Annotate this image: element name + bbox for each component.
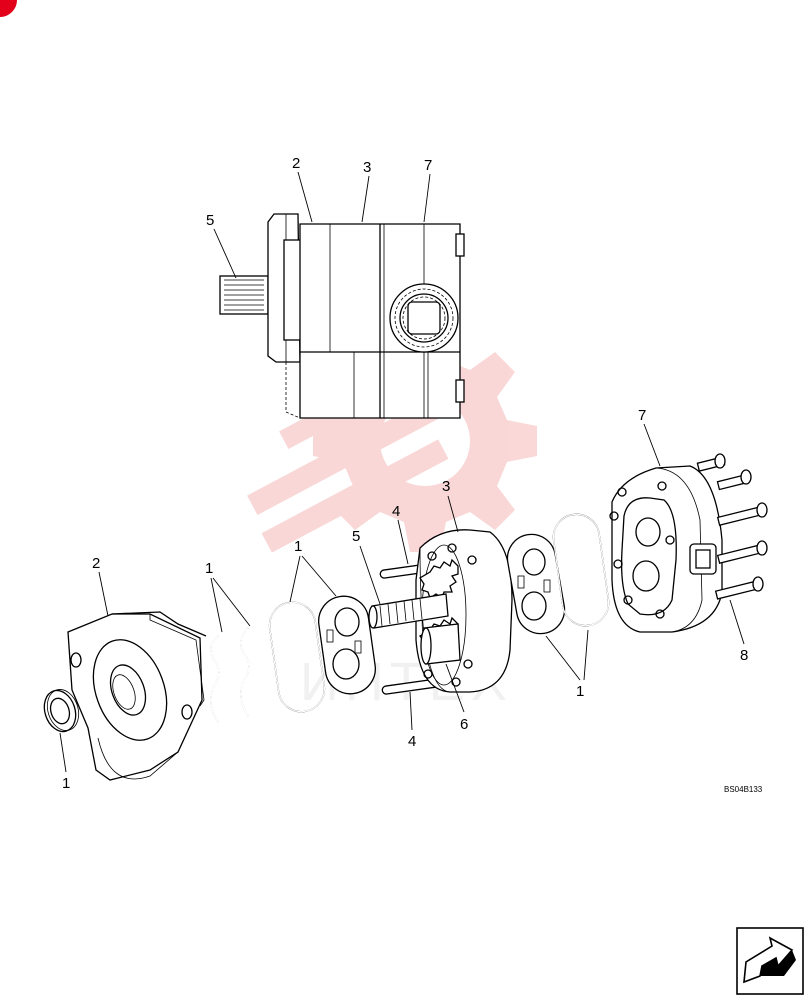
assembled-pump [219, 213, 465, 419]
cap-screws [696, 453, 768, 600]
driven-gear-shaft [420, 623, 461, 665]
callout-bolt-8: 8 [740, 647, 748, 664]
corner-accent-mark [0, 0, 17, 17]
callout-flange-2: 2 [92, 555, 100, 572]
drive-shaft [368, 593, 449, 629]
rear-thrust-plate [506, 533, 566, 635]
assembled-shaft [219, 275, 269, 315]
callout-top-2: 2 [292, 155, 300, 172]
callout-rings-1: 1 [205, 560, 213, 577]
callout-top-7: 7 [424, 157, 432, 174]
callout-right-1: 1 [576, 683, 584, 700]
callout-shaft-5: 5 [352, 528, 360, 545]
callout-top-5: 5 [206, 212, 214, 229]
wear-seal-rings [210, 627, 250, 723]
callout-gear-6: 6 [460, 716, 468, 733]
callout-top-3: 3 [363, 159, 371, 176]
callout-pin-4-bottom: 4 [408, 733, 416, 750]
callout-gasket-1: 1 [294, 538, 302, 555]
rear-oring-gasket [552, 513, 610, 627]
callout-body-3: 3 [442, 478, 450, 495]
mounting-flange [67, 611, 207, 781]
thrust-plate [318, 595, 376, 695]
figure-reference-code: BS04B133 [724, 785, 763, 794]
end-cover [609, 465, 723, 633]
callout-cover-7: 7 [638, 407, 646, 424]
side-port [389, 283, 459, 353]
callout-seal-1: 1 [62, 775, 70, 792]
oring-gasket [268, 601, 326, 713]
callout-pin-4-top: 4 [392, 503, 400, 520]
next-page-arrow-icon[interactable] [736, 927, 804, 995]
shaft-seal [43, 689, 80, 733]
